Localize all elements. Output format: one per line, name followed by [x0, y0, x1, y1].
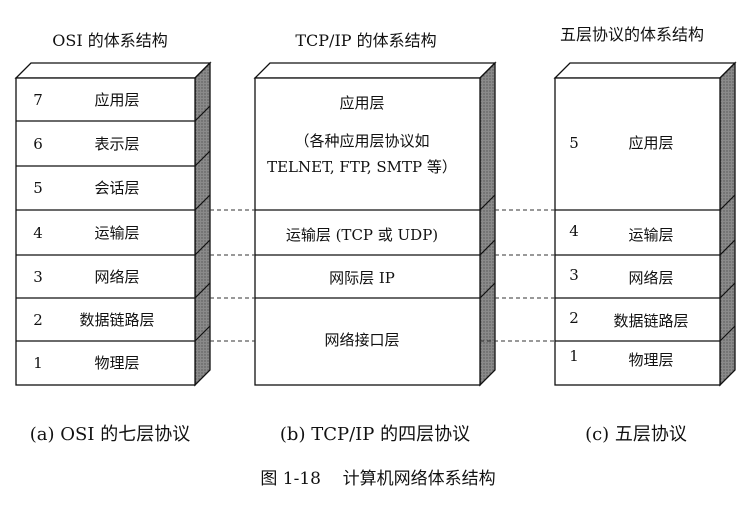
caption-b: (b) TCP/IP 的四层协议	[280, 424, 470, 445]
tcpip-stack-side	[479, 61, 496, 387]
five-layer-1-num: 1	[569, 347, 579, 365]
tcpip-internet-name: 网际层 IP	[329, 269, 395, 287]
tcpip-title: TCP/IP 的体系结构	[295, 31, 436, 50]
five-stack-side	[719, 61, 736, 387]
five-layer-5-name: 应用层	[628, 134, 673, 152]
caption-c: (c) 五层协议	[585, 424, 687, 445]
tcpip-transport-name: 运输层 (TCP 或 UDP)	[286, 226, 438, 244]
osi-layer-4-name: 运输层	[94, 224, 139, 242]
osi-stack: 7 应用层 6 表示层 5 会话层 4 运输层 3 网络层 2 数据链路层 1 …	[14, 61, 212, 387]
osi-layer-1-num: 1	[33, 354, 43, 372]
osi-title: OSI 的体系结构	[52, 31, 168, 50]
tcpip-network-interface-name: 网络接口层	[324, 331, 399, 349]
osi-layer-3-num: 3	[33, 268, 43, 286]
tcpip-application-name: 应用层	[339, 94, 384, 112]
osi-stack-side	[194, 61, 211, 387]
dashed-connectors	[210, 209, 555, 342]
osi-stack-top	[14, 62, 212, 79]
five-stack-front	[554, 77, 721, 386]
osi-layer-1-name: 物理层	[94, 354, 139, 372]
tcpip-application-desc-1: （各种应用层协议如	[294, 132, 429, 150]
osi-layer-4-num: 4	[33, 224, 43, 242]
osi-layer-5-name: 会话层	[94, 179, 139, 197]
osi-layer-5-num: 5	[33, 179, 43, 197]
tcpip-stack-top	[253, 62, 497, 79]
five-layer-title: 五层协议的体系结构	[560, 25, 704, 44]
five-layer-stack: 5 应用层 4 运输层 3 网络层 2 数据链路层 1 物理层	[553, 61, 737, 387]
osi-layer-6-name: 表示层	[94, 135, 139, 153]
five-layer-2-num: 2	[569, 309, 579, 327]
five-layer-2-name: 数据链路层	[613, 312, 688, 330]
five-layer-5-num: 5	[569, 134, 579, 152]
osi-layer-6-num: 6	[33, 135, 43, 153]
osi-layer-3-name: 网络层	[94, 268, 139, 286]
tcpip-application-desc-2: TELNET, FTP, SMTP 等）	[267, 158, 457, 176]
osi-stack-front	[15, 77, 196, 386]
osi-layer-7-num: 7	[33, 91, 43, 109]
osi-layer-2-name: 数据链路层	[79, 311, 154, 329]
osi-layer-2-num: 2	[33, 311, 43, 329]
five-layer-1-name: 物理层	[628, 351, 673, 369]
five-layer-4-num: 4	[569, 222, 579, 240]
five-layer-3-num: 3	[569, 266, 579, 284]
osi-layer-7-name: 应用层	[94, 91, 139, 109]
tcpip-stack: 应用层 （各种应用层协议如 TELNET, FTP, SMTP 等） 运输层 (…	[253, 61, 497, 387]
caption-a: (a) OSI 的七层协议	[30, 424, 190, 445]
five-stack-top	[553, 62, 737, 79]
five-layer-3-name: 网络层	[628, 269, 673, 287]
tcpip-stack-front	[254, 77, 481, 386]
five-layer-4-name: 运输层	[628, 226, 673, 244]
figure-caption: 图 1-18 计算机网络体系结构	[260, 469, 495, 489]
